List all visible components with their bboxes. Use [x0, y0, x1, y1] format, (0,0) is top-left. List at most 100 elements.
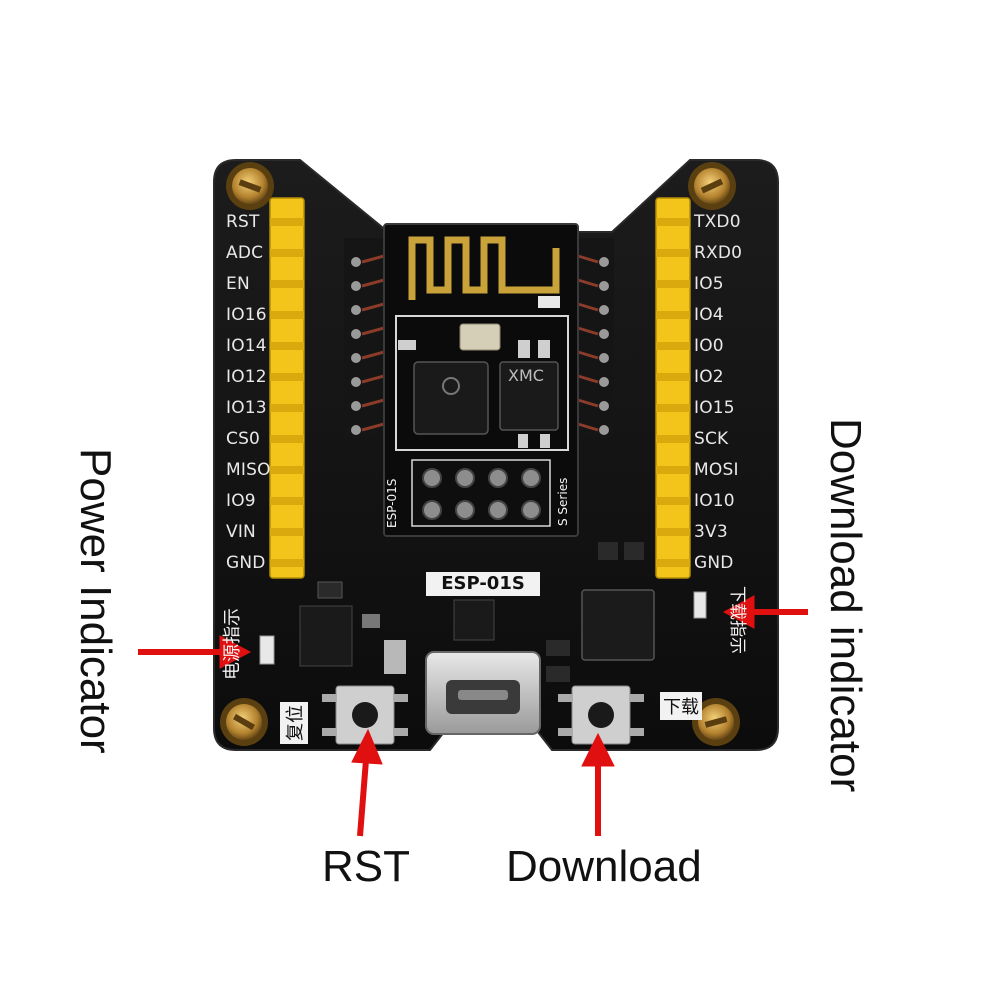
right-header-pin-5 [656, 373, 690, 381]
left-header-pin-10 [270, 528, 304, 536]
module-side-label-right: S Series [556, 477, 570, 526]
socket-pin-right-3 [599, 329, 609, 339]
reset-button [322, 685, 408, 745]
right-header-pin-8 [656, 466, 690, 474]
right-header-pin-10 [656, 528, 690, 536]
module-pin-6 [488, 500, 508, 520]
right-header-pin-7 [656, 435, 690, 443]
module-pin-4 [422, 500, 442, 520]
right-pin-label-9: IO10 [694, 491, 735, 511]
socket-pin-right-1 [599, 281, 609, 291]
right-pin-label-8: MOSI [694, 460, 739, 480]
left-pin-label-9: IO9 [226, 491, 256, 511]
socket-pin-right-0 [599, 257, 609, 267]
right-header-pin-2 [656, 280, 690, 288]
socket-pin-left-lead-2 [361, 302, 385, 312]
left-header-pin-0 [270, 218, 304, 226]
right-pin-label-7: SCK [694, 429, 729, 449]
left-header-pin-7 [270, 435, 304, 443]
left-pin-label-0: RST [226, 212, 260, 232]
left-pin-label-2: EN [226, 274, 250, 294]
socket-pin-right-lead-2 [577, 302, 599, 312]
left-header-pin-1 [270, 249, 304, 257]
ch340-chip [581, 589, 655, 661]
cjk-download-indicator: 下载指示 [727, 586, 747, 654]
right-pin-label-3: IO4 [694, 305, 724, 325]
arrow-power-indicator [138, 635, 252, 669]
left-header-pin-2 [270, 280, 304, 288]
callout-download-indicator: Download indicator [821, 418, 870, 793]
right-pin-header [655, 197, 691, 579]
cjk-power-indicator: 电源指示 [222, 608, 243, 680]
right-header-pin-1 [656, 249, 690, 257]
module-pin-3 [521, 468, 541, 488]
right-header-pin-3 [656, 311, 690, 319]
socket-pin-left-lead-6 [361, 398, 385, 408]
module-pin-5 [455, 500, 475, 520]
esp01s-module [383, 223, 579, 537]
socket-pin-left-1 [351, 281, 361, 291]
socket-pin-right-6 [599, 401, 609, 411]
micro-usb-port [425, 651, 541, 735]
socket-pin-right-lead-7 [577, 422, 599, 432]
left-pin-label-6: IO13 [226, 398, 267, 418]
module-brand: XMC [508, 366, 544, 385]
callout-rst: RST [322, 842, 410, 891]
right-pin-label-5: IO2 [694, 367, 724, 387]
arrow-rst [351, 728, 383, 837]
socket-pin-right-lead-3 [577, 326, 599, 336]
arrow-download-indicator [722, 595, 808, 629]
left-header-pin-6 [270, 404, 304, 412]
power-led [259, 635, 275, 665]
right-pin-label-11: GND [694, 553, 734, 573]
socket-pin-left-2 [351, 305, 361, 315]
left-pin-label-8: MISO [226, 460, 271, 480]
socket-pin-left-lead-0 [361, 254, 385, 264]
left-pin-label-11: GND [226, 553, 266, 573]
left-pin-label-4: IO14 [226, 336, 267, 356]
socket-pin-left-lead-3 [361, 326, 385, 336]
socket-pin-left-lead-7 [361, 422, 385, 432]
socket-pin-right-7 [599, 425, 609, 435]
socket-pin-right-lead-4 [577, 350, 599, 360]
module-pin-0 [422, 468, 442, 488]
socket-pin-right-lead-1 [577, 278, 599, 288]
left-header-pin-9 [270, 497, 304, 505]
socket-pin-left-lead-5 [361, 374, 385, 384]
module-pin-7 [521, 500, 541, 520]
download-button [558, 685, 644, 745]
left-pin-label-5: IO12 [226, 367, 267, 387]
right-header-pin-11 [656, 559, 690, 567]
socket-pin-left-lead-4 [361, 350, 385, 360]
left-pin-label-1: ADC [226, 243, 264, 263]
left-header-pin-3 [270, 311, 304, 319]
right-pin-label-4: IO0 [694, 336, 724, 356]
screw-top-left [226, 162, 274, 210]
callout-power-indicator: Power Indicator [71, 448, 120, 754]
module-pin-1 [455, 468, 475, 488]
right-header-pin-9 [656, 497, 690, 505]
socket-pin-left-3 [351, 329, 361, 339]
socket-pin-right-2 [599, 305, 609, 315]
right-header-pin-4 [656, 342, 690, 350]
socket-pin-left-7 [351, 425, 361, 435]
right-pin-label-2: IO5 [694, 274, 724, 294]
socket-pin-right-lead-6 [577, 398, 599, 408]
socket-pin-left-4 [351, 353, 361, 363]
right-pin-label-6: IO15 [694, 398, 735, 418]
left-pin-label-7: CS0 [226, 429, 261, 449]
left-header-pin-11 [270, 559, 304, 567]
module-side-label-left: ESP-01S [385, 478, 399, 528]
screw-bottom-left [220, 698, 268, 746]
left-pin-label-10: VIN [226, 522, 256, 542]
cjk-reset: 复位 [280, 702, 308, 744]
socket-pin-left-0 [351, 257, 361, 267]
socket-pin-right-lead-5 [577, 374, 599, 384]
right-pin-label-1: RXD0 [694, 243, 743, 263]
left-pin-label-3: IO16 [226, 305, 267, 325]
cjk-download: 下载 [660, 692, 702, 720]
socket-pin-right-5 [599, 377, 609, 387]
download-led [693, 591, 707, 619]
